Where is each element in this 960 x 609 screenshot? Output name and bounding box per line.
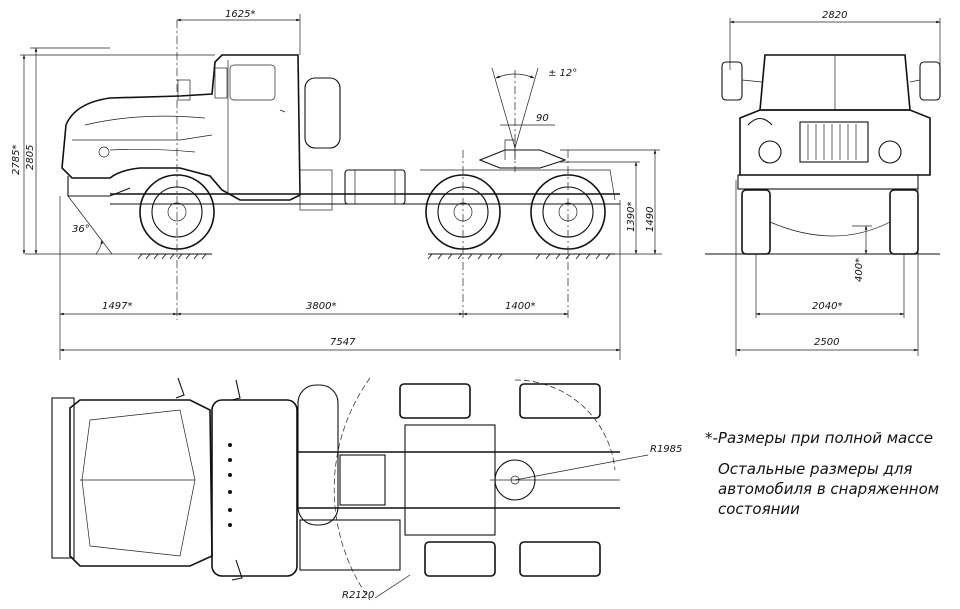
svg-text:2040*: 2040* xyxy=(812,301,842,312)
svg-text:90: 90 xyxy=(536,113,549,124)
svg-text:1400*: 1400* xyxy=(505,301,535,312)
svg-text:1497*: 1497* xyxy=(102,301,132,312)
ground-line xyxy=(137,253,615,260)
svg-text:R2120: R2120 xyxy=(342,590,374,601)
svg-text:2785*: 2785* xyxy=(11,145,22,175)
dim-tilt: ± 12° 90 xyxy=(491,67,577,149)
svg-text:7547: 7547 xyxy=(330,337,356,348)
svg-text:1390*: 1390* xyxy=(626,202,637,232)
dim-approach-angle: 36° xyxy=(67,195,113,255)
svg-text:400*: 400* xyxy=(854,258,865,282)
svg-text:1625*: 1625* xyxy=(225,9,255,20)
svg-text:2500: 2500 xyxy=(814,337,839,348)
dim-lengths: 1497* 3800* 1400* 7547 xyxy=(59,196,621,360)
top-view: R1985 R2120 xyxy=(51,377,682,601)
svg-text:3800*: 3800* xyxy=(306,301,336,312)
note-line-3: автомобиля в снаряженном xyxy=(718,480,939,498)
dim-cab-front: 1625* xyxy=(176,9,301,55)
svg-text:36°: 36° xyxy=(72,224,90,235)
note-full-mass: *-Размеры при полной массе xyxy=(705,429,933,447)
note-line-2: Остальные размеры для xyxy=(718,460,912,478)
svg-text:R1985: R1985 xyxy=(650,444,682,455)
dim-fifth-wheel: 1390* 1490 xyxy=(560,149,662,255)
side-view: 1625* 2785* 2805 36° ± 12° 90 xyxy=(11,9,662,360)
dim-heights: 2785* 2805 xyxy=(11,47,215,255)
note-line-4: состоянии xyxy=(718,500,800,518)
svg-text:2820: 2820 xyxy=(822,10,847,21)
svg-text:1490: 1490 xyxy=(645,207,656,232)
svg-text:± 12°: ± 12° xyxy=(548,68,577,79)
notes: *-Размеры при полной массе Остальные раз… xyxy=(705,429,939,518)
svg-text:2805: 2805 xyxy=(25,145,36,170)
front-view: 2820 400* 2040* xyxy=(705,10,941,356)
truck-body-side xyxy=(61,54,620,211)
